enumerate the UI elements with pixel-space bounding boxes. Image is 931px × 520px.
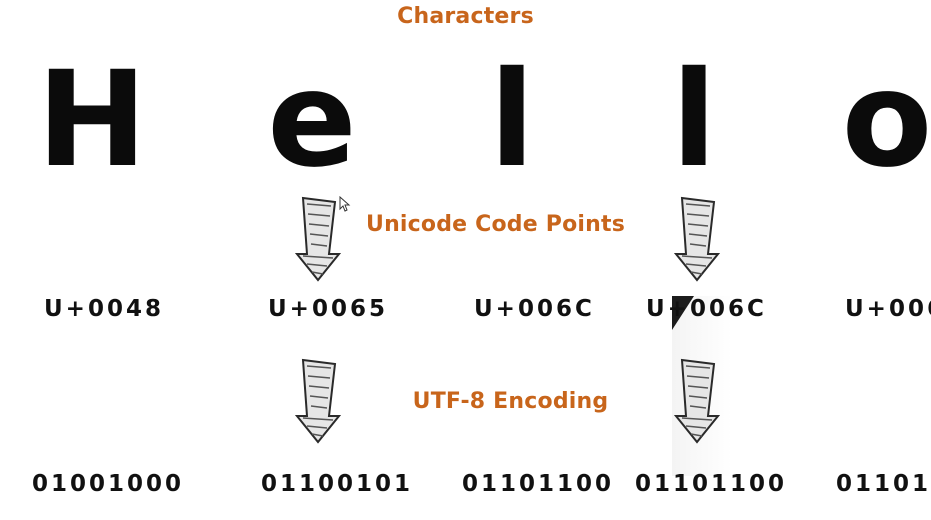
binary-o: 01101 [836,471,931,497]
utf8-encoding-heading: UTF-8 Encoding [412,389,609,414]
code-point-e: U+0065 [268,296,388,322]
down-arrow-icon [674,358,720,444]
down-arrow-icon [295,358,341,444]
binary-l-first: 01101100 [462,471,615,497]
character-e: e [267,43,357,197]
code-point-l-second: U+006C [646,296,767,322]
code-point-l-first: U+006C [474,296,595,322]
character-l-first: l [489,43,535,197]
character-o: o [841,43,931,197]
down-arrow-icon [295,196,341,282]
character-h: H [36,43,148,197]
mouse-cursor-icon [339,196,351,212]
binary-l-second: 01101100 [635,471,788,497]
binary-h: 01001000 [32,471,185,497]
down-arrow-icon [674,196,720,282]
code-point-h: U+0048 [44,296,164,322]
characters-heading: Characters [397,4,534,29]
code-points-heading: Unicode Code Points [366,212,625,237]
code-point-o: U+006 [845,296,931,322]
character-l-second: l [671,43,717,197]
binary-e: 01100101 [261,471,414,497]
